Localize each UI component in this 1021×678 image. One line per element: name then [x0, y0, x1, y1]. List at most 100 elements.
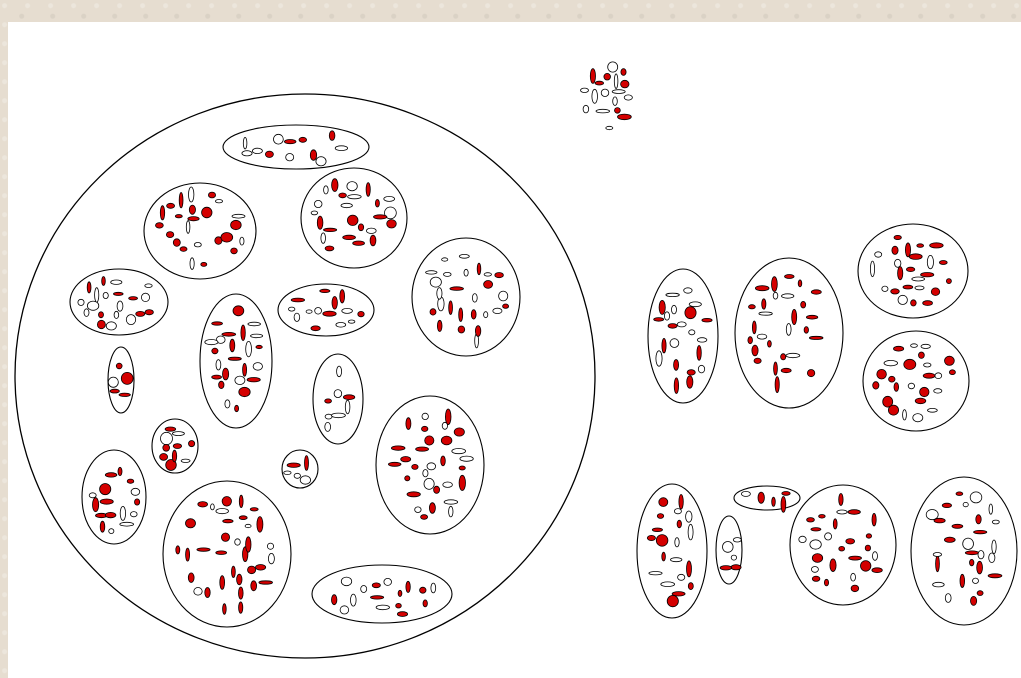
filled-dot [668, 324, 677, 329]
empty-dot [347, 182, 357, 191]
filled-dot [325, 399, 332, 403]
filled-dot [866, 534, 871, 538]
filled-dot [93, 498, 99, 512]
filled-dot [656, 535, 668, 547]
filled-dot [201, 262, 207, 266]
filled-dot [731, 565, 741, 570]
empty-dot [186, 221, 190, 234]
empty-dot [989, 504, 993, 514]
empty-dot [340, 606, 349, 614]
filled-dot [811, 528, 821, 531]
filled-dot [934, 518, 945, 523]
filled-dot [781, 368, 791, 372]
empty-dot [677, 322, 686, 327]
empty-dot [351, 594, 357, 606]
filled-dot [173, 444, 181, 449]
filled-dot [246, 537, 251, 552]
filled-dot [87, 282, 91, 293]
filled-dot [156, 223, 164, 228]
filled-dot [212, 322, 223, 325]
filled-dot [674, 360, 679, 371]
filled-dot [343, 395, 354, 400]
empty-dot [131, 488, 140, 495]
empty-dot [613, 97, 618, 106]
empty-dot [348, 320, 355, 323]
filled-dot [220, 576, 225, 590]
filled-dot [129, 297, 138, 300]
filled-dot [97, 320, 105, 328]
filled-dot [768, 341, 772, 348]
empty-dot [970, 492, 982, 503]
filled-dot [208, 192, 215, 198]
white-canvas [8, 22, 1021, 678]
empty-dot [189, 187, 194, 202]
empty-dot [684, 288, 692, 293]
filled-dot [807, 518, 815, 522]
filled-dot [110, 389, 119, 393]
filled-dot [942, 503, 951, 507]
filled-dot [299, 137, 307, 142]
filled-dot [405, 476, 410, 481]
filled-dot [205, 588, 210, 598]
empty-dot [336, 323, 346, 328]
filled-dot [332, 297, 337, 310]
filled-dot [119, 393, 130, 396]
filled-dot [222, 497, 231, 507]
empty-dot [235, 539, 241, 545]
filled-dot [804, 327, 808, 334]
filled-dot [397, 612, 407, 617]
filled-dot [358, 311, 364, 316]
empty-dot [786, 353, 800, 357]
filled-dot [894, 346, 904, 351]
empty-dot [810, 540, 821, 549]
filled-dot [310, 150, 316, 161]
empty-dot [248, 322, 261, 326]
empty-dot [915, 286, 924, 290]
filled-dot [977, 561, 983, 574]
empty-dot [331, 413, 345, 418]
filled-dot [423, 600, 427, 607]
empty-dot [131, 512, 138, 517]
filled-dot [781, 497, 786, 513]
empty-dot [95, 288, 99, 303]
empty-dot [337, 366, 342, 377]
filled-dot [287, 463, 300, 467]
empty-dot [608, 62, 618, 72]
filled-dot [971, 596, 977, 605]
filled-dot [915, 398, 926, 404]
empty-dot [499, 291, 508, 301]
empty-dot [300, 476, 310, 484]
filled-dot [416, 447, 429, 451]
filled-dot [406, 581, 410, 592]
filled-dot [604, 73, 611, 80]
empty-dot [245, 524, 251, 527]
empty-dot [811, 567, 818, 573]
empty-dot [384, 196, 395, 201]
empty-dot [459, 254, 469, 258]
empty-dot [670, 339, 679, 348]
empty-dot [225, 400, 230, 408]
empty-dot [678, 574, 685, 580]
filled-dot [687, 370, 695, 375]
filled-dot [697, 346, 701, 361]
filled-dot [920, 387, 929, 396]
filled-dot [906, 267, 914, 271]
filled-dot [621, 69, 626, 76]
empty-dot [194, 588, 202, 596]
filled-dot [819, 515, 826, 519]
filled-dot [949, 370, 955, 375]
empty-dot [190, 258, 194, 270]
filled-dot [189, 441, 195, 447]
filled-dot [782, 492, 790, 496]
filled-dot [454, 428, 464, 436]
empty-dot [181, 459, 190, 462]
empty-dot [366, 228, 376, 233]
filled-dot [284, 140, 296, 144]
filled-dot [422, 426, 428, 431]
filled-dot [243, 363, 247, 376]
filled-dot [421, 515, 428, 520]
filled-dot [459, 466, 465, 470]
filled-dot [657, 514, 663, 519]
empty-dot [243, 137, 247, 149]
empty-dot [592, 89, 598, 103]
